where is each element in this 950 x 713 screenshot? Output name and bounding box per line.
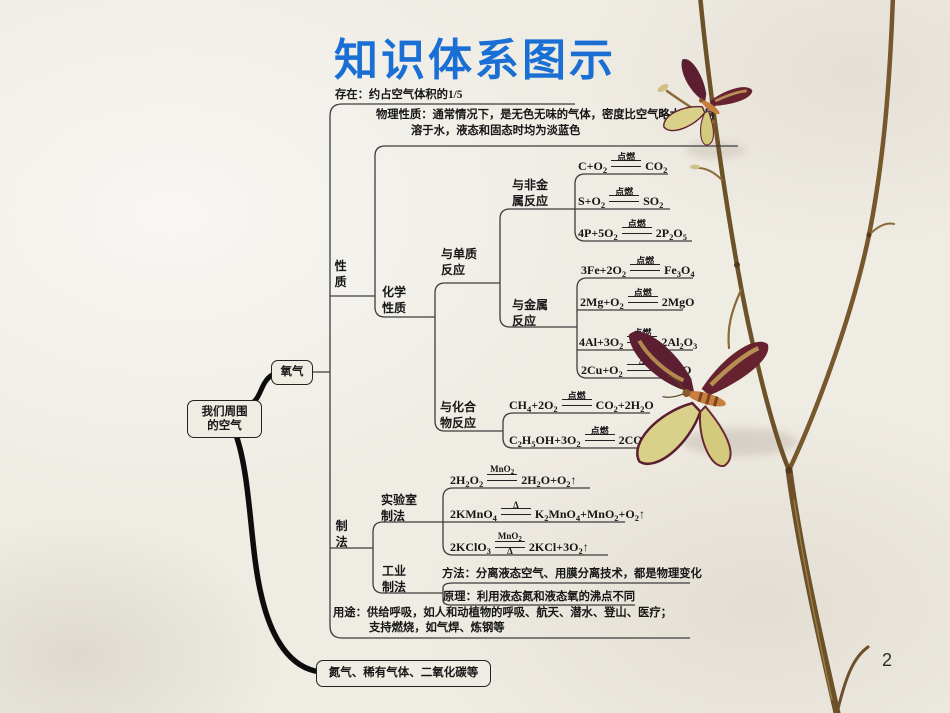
- twig-knot: [866, 232, 872, 238]
- node-other-gases-label: 氮气、稀有气体、二氧化碳等: [328, 667, 479, 680]
- butterfly-body: [698, 98, 720, 115]
- node-uses-line2: 支持燃烧，如气焊、炼钢等: [369, 622, 505, 634]
- twig-knot: [734, 262, 740, 268]
- twig-shoot: [727, 288, 743, 350]
- butterfly-body: [662, 375, 726, 407]
- node-with-metal: 与金属反应: [512, 298, 549, 328]
- node-physical-line2: 溶于水，液态和固态时均为淡蓝色: [411, 125, 581, 137]
- wing-streak: [637, 339, 685, 383]
- slide-title: 知识体系图示: [334, 36, 616, 85]
- node-with-compound: 与化合物反应: [440, 400, 477, 430]
- wing-upper-right: [709, 87, 753, 107]
- nonmetal-metal-bracket: [499, 208, 577, 328]
- nonmetal-eq-bracket: [574, 173, 692, 242]
- wing-streak: [709, 346, 760, 387]
- node-industrial-way: 方法：分离液态空气、用膜分离技术，都是物理变化: [442, 568, 702, 580]
- node-existence: 存在：约占空气体积的1/5: [335, 89, 463, 101]
- node-with-nonmetal: 与非金属反应: [512, 178, 549, 208]
- node-industrial-principle: 原理：利用液态氮和液态氧的沸点不同: [443, 591, 636, 603]
- node-oxygen: 氧气: [271, 360, 313, 385]
- industrial-detail-bracket: [442, 582, 690, 606]
- bud: [690, 164, 700, 170]
- node-chemical: 化学性质: [382, 285, 407, 315]
- node-properties: 性质: [334, 259, 347, 289]
- node-root-label: 我们周围的空气: [201, 405, 248, 432]
- wing-upper-left: [681, 58, 707, 102]
- node-uses-line1: 用途：供给呼吸，如人和动植物的呼吸、航天、潜水、登山、医疗；: [333, 607, 672, 619]
- metal-eq-bracket: [576, 277, 693, 379]
- node-other-gases: 氮气、稀有气体、二氧化碳等: [316, 660, 491, 687]
- twig-shoot: [835, 645, 870, 713]
- twig-highlight: [793, 499, 833, 701]
- trunk-to-other-gases: [233, 432, 318, 674]
- node-with-element: 与单质反应: [441, 247, 478, 277]
- wing-lower-right: [700, 110, 715, 146]
- butterfly-top-image: [663, 58, 753, 146]
- bud: [657, 84, 669, 92]
- wing-streak: [714, 89, 747, 103]
- spine-line: [329, 103, 690, 639]
- wing-lower-left: [663, 106, 706, 132]
- butterfly-main-image: [628, 331, 769, 467]
- element-compound-bracket: [434, 282, 503, 432]
- page-number: 2: [882, 650, 893, 670]
- twig-knot: [785, 466, 793, 474]
- twig-shoot: [868, 222, 895, 236]
- compound-eq-bracket: [502, 412, 675, 449]
- node-physical-line1: 物理性质：通常情况下，是无色无味的气体，密度比空气略大，不易: [376, 109, 715, 121]
- physical-chemical-bracket: [374, 145, 738, 318]
- node-oxygen-label: 氧气: [280, 366, 304, 379]
- wing-lower-left: [636, 401, 702, 465]
- wing-lower-right: [698, 405, 732, 467]
- node-industrial-method: 工业制法: [382, 564, 407, 594]
- wing-upper-right: [701, 341, 769, 396]
- node-lab-method: 实验室制法: [381, 493, 418, 523]
- node-root: 我们周围的空气: [187, 400, 262, 438]
- twig-shoot: [697, 167, 723, 181]
- node-preparation: 制法: [335, 519, 348, 549]
- lab-industrial-bracket: [372, 521, 443, 594]
